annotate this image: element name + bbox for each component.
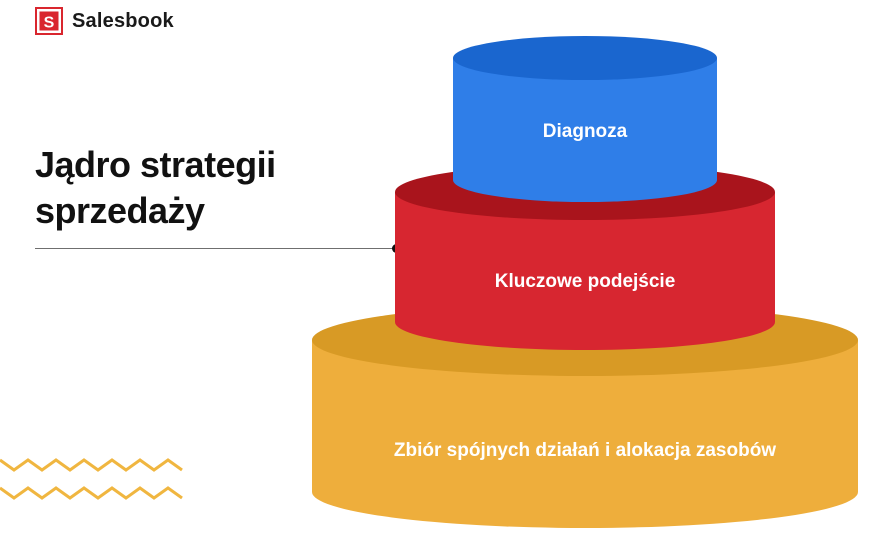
zigzag-line-top xyxy=(0,458,183,472)
title-line-2: sprzedaży xyxy=(35,190,205,231)
tier-top-label: Diagnoza xyxy=(542,121,628,142)
brand-logo: S Salesbook xyxy=(35,6,174,36)
tier-bottom-label: Zbiór spójnych działań i alokacja zasobó… xyxy=(393,440,777,461)
title-line-1: Jądro strategii xyxy=(35,144,276,185)
svg-text:S: S xyxy=(44,15,55,32)
zigzag-line-bottom xyxy=(0,486,183,500)
tier-middle-label: Kluczowe podejście xyxy=(494,271,676,292)
page-title: Jądro strategii sprzedaży xyxy=(35,142,365,234)
tier-top-cylinder xyxy=(453,36,717,202)
zigzag-decoration xyxy=(0,458,183,500)
brand-name: Salesbook xyxy=(72,9,174,32)
title-connector-line xyxy=(35,248,397,249)
salesbook-logo-icon: S xyxy=(35,7,63,35)
